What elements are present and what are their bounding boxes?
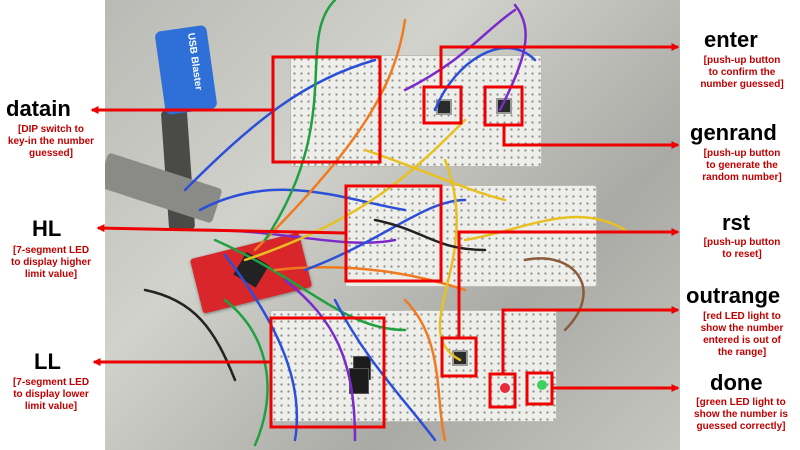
- jumper-wires: [143, 0, 627, 447]
- description-line: [push-up button: [703, 237, 781, 248]
- rst-highlight-box: [440, 336, 478, 378]
- description-line: random number]: [702, 172, 782, 183]
- enter-arrow: [439, 43, 680, 87]
- genrand-arrow: [502, 125, 680, 149]
- description-line: [DIP switch to: [18, 124, 84, 135]
- description-line: to display higher: [10, 257, 91, 268]
- hl-highlight-box: [344, 184, 443, 283]
- description-line: to display lower: [13, 389, 89, 400]
- description-line: the range]: [717, 347, 767, 358]
- description-line: limit value]: [24, 269, 78, 280]
- description-line: limit value]: [24, 401, 78, 412]
- genrand-label: genrand: [690, 120, 777, 145]
- description-line: to reset]: [722, 249, 762, 260]
- done-label: done: [710, 370, 763, 395]
- description-line: key-in the number: [7, 136, 95, 147]
- description-line: show the number is: [694, 409, 788, 420]
- description-line: to generate the: [706, 160, 778, 171]
- datain-label: datain: [6, 96, 71, 121]
- description-line: number guessed]: [700, 79, 784, 90]
- description-line: entered is out of: [703, 335, 781, 346]
- breadboard-bottom: [270, 310, 557, 422]
- outrange-arrow: [501, 306, 680, 374]
- hl-arrow: [96, 224, 347, 235]
- datain-highlight-box: [271, 55, 382, 164]
- description-line: [push-up button: [703, 148, 781, 159]
- hl-label: HL: [32, 216, 62, 241]
- genrand-description: [push-up button to generate the random n…: [688, 148, 796, 184]
- description-line: [red LED light to: [703, 311, 781, 322]
- ll-highlight-box: [269, 316, 386, 429]
- outrange-highlight-box: [488, 372, 517, 409]
- genrand-highlight-box: [483, 85, 524, 127]
- description-line: [green LED light to: [696, 397, 786, 408]
- hl-description: [7-segment LED to display higher limit v…: [2, 245, 100, 281]
- enter-highlight-box: [422, 85, 463, 125]
- rst-label: rst: [722, 210, 751, 235]
- rst-push-button: [452, 350, 468, 366]
- description-line: guessed]: [29, 148, 73, 159]
- ll-label: LL: [34, 349, 61, 374]
- ll-description: [7-segment LED to display lower limit va…: [2, 377, 100, 413]
- done-description: [green LED light to show the number is g…: [684, 397, 798, 433]
- outrange-description: [red LED light to show the number entere…: [688, 311, 796, 359]
- breadboard-middle: [345, 185, 597, 287]
- red-led: [500, 383, 510, 393]
- breadboard-photo: USB Blaster: [105, 0, 680, 450]
- rst-description: [push-up button to reset]: [688, 237, 796, 261]
- description-line: [7-segment LED: [12, 245, 90, 256]
- description-line: show the number: [700, 323, 784, 334]
- green-led: [537, 380, 547, 390]
- outrange-label: outrange: [686, 283, 781, 308]
- description-line: [7-segment LED: [12, 377, 90, 388]
- done-highlight-box: [525, 371, 554, 406]
- enter-description: [push-up button to confirm the number gu…: [688, 55, 796, 91]
- rst-arrow: [457, 228, 680, 338]
- enter-label: enter: [704, 27, 758, 52]
- datain-description: [DIP switch to key-in the number guessed…: [2, 124, 100, 160]
- description-line: to confirm the: [708, 67, 776, 78]
- description-line: guessed correctly]: [696, 421, 786, 432]
- description-line: [push-up button: [703, 55, 781, 66]
